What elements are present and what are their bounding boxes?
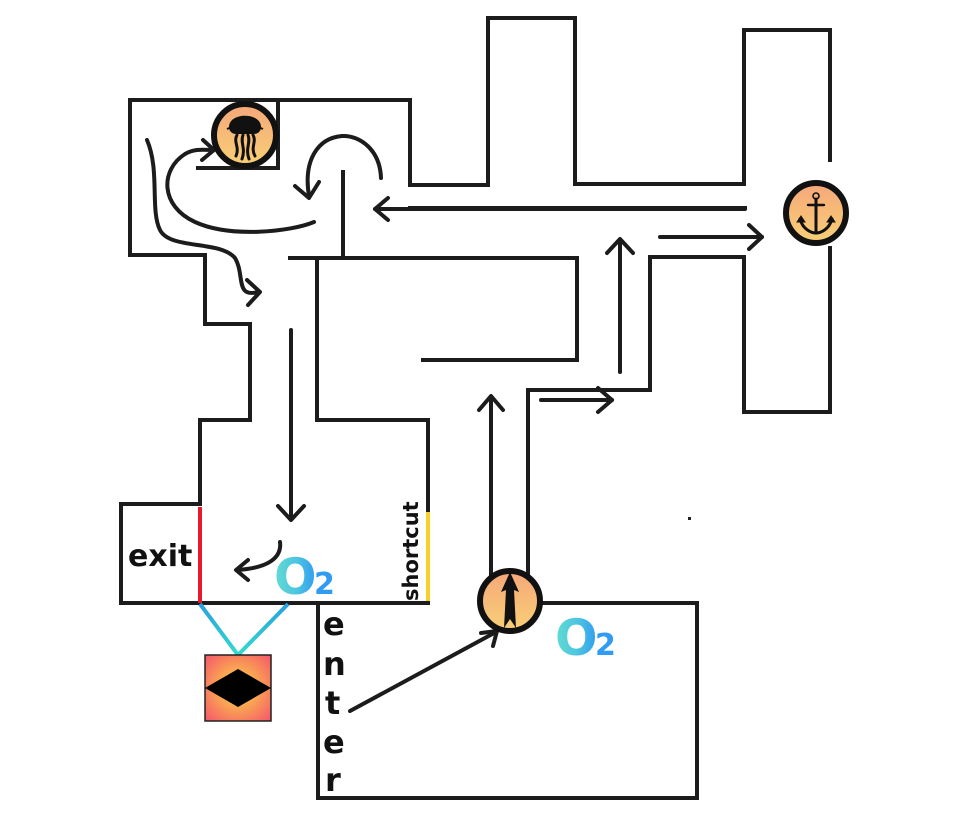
arrowhead-semicircle <box>293 180 321 200</box>
arrowhead-down <box>276 504 306 522</box>
item-tile[interactable] <box>204 654 272 722</box>
shortcut-label: shortcut <box>399 501 423 601</box>
wall-left-outer <box>119 98 430 605</box>
o2-pickup-start-room[interactable]: O 2 <box>555 609 616 667</box>
o2-subscript: 2 <box>314 567 335 602</box>
o2-pickup-exit-room[interactable]: O 2 <box>274 548 335 606</box>
route-to-exit <box>235 540 283 572</box>
arrowhead-left-wavy <box>245 278 262 307</box>
enter-letter: r <box>325 761 341 799</box>
wall-corridor-right <box>315 256 430 514</box>
marker-start[interactable] <box>477 568 543 634</box>
marker-jellyfish[interactable] <box>211 101 279 169</box>
arrowhead-right-mid <box>596 386 614 414</box>
map-dot <box>688 517 691 520</box>
wall-jellyfish-alcove <box>196 98 280 170</box>
o2-letter: O <box>274 548 317 606</box>
wall-right-pillar <box>526 246 832 592</box>
wall-top-left-room <box>128 16 832 187</box>
arrowhead-up-start <box>477 394 505 412</box>
item-connector <box>198 602 290 659</box>
enter-letter: e <box>323 605 345 643</box>
route-loop-to-jellyfish <box>165 147 316 234</box>
o2-subscript: 2 <box>595 628 616 663</box>
enter-letter: e <box>323 723 345 761</box>
route-arrows <box>145 133 764 713</box>
arrowhead-to-anchor <box>747 223 764 251</box>
enter-letter: t <box>325 684 340 722</box>
wall-start-room <box>316 601 699 800</box>
exit-label: exit <box>128 539 192 574</box>
route-enter-diagonal <box>348 630 498 713</box>
anchor-icon <box>796 192 836 235</box>
o2-letter: O <box>555 609 598 667</box>
arrowhead-up-right <box>605 237 635 255</box>
arrowhead-long-left <box>373 196 390 222</box>
enter-label: e n t e r <box>323 605 346 799</box>
up-arrow-icon <box>501 572 519 628</box>
route-semicircle <box>305 133 383 198</box>
diamond-icon <box>205 669 271 707</box>
route-left-wavy <box>145 138 260 295</box>
jellyfish-icon <box>226 115 264 161</box>
enter-letter: n <box>323 645 346 683</box>
arrowhead-to-exit <box>234 558 250 582</box>
wall-middle-horizontal <box>288 256 579 362</box>
arrowhead-jellyfish <box>200 138 216 162</box>
marker-anchor[interactable] <box>783 180 849 246</box>
